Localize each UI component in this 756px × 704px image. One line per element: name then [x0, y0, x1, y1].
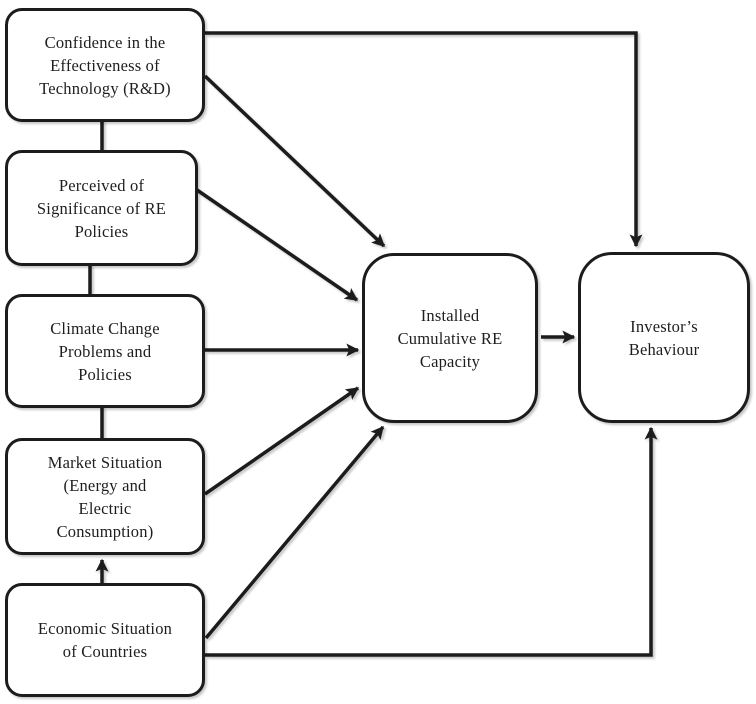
- node-investor-label: Investor’s Behaviour: [628, 316, 700, 359]
- node-market-label: Market Situation (Energy and Electric Co…: [47, 452, 163, 541]
- edge-confidence-capacity: [203, 74, 386, 248]
- node-economic-label: Economic Situation of Countries: [37, 619, 173, 661]
- node-policies-label: Perceived of Significance of RE Policies: [36, 175, 167, 241]
- node-installed-re-capacity: Installed Cumulative RE Capacity: [362, 253, 538, 423]
- node-climate-change: Climate Change Problems and Policies: [5, 294, 205, 408]
- node-investor-behaviour: Investor’s Behaviour: [578, 252, 750, 423]
- node-confidence-in-technology: Confidence in the Effectiveness of Techn…: [5, 8, 205, 122]
- node-significance-of-re-policies: Perceived of Significance of RE Policies: [5, 150, 198, 266]
- edge-market-capacity: [204, 386, 360, 496]
- edge-policies-capacity: [196, 188, 359, 302]
- edge-economic-investor: [205, 426, 658, 657]
- node-economic-situation: Economic Situation of Countries: [5, 583, 205, 697]
- edge-confidence-investor: [205, 31, 643, 248]
- node-capacity-label: Installed Cumulative RE Capacity: [397, 305, 503, 371]
- node-confidence-label: Confidence in the Effectiveness of Techn…: [39, 32, 171, 98]
- node-climate-label: Climate Change Problems and Policies: [50, 318, 160, 384]
- node-market-situation: Market Situation (Energy and Electric Co…: [5, 438, 205, 555]
- edge-economic-capacity: [204, 425, 385, 640]
